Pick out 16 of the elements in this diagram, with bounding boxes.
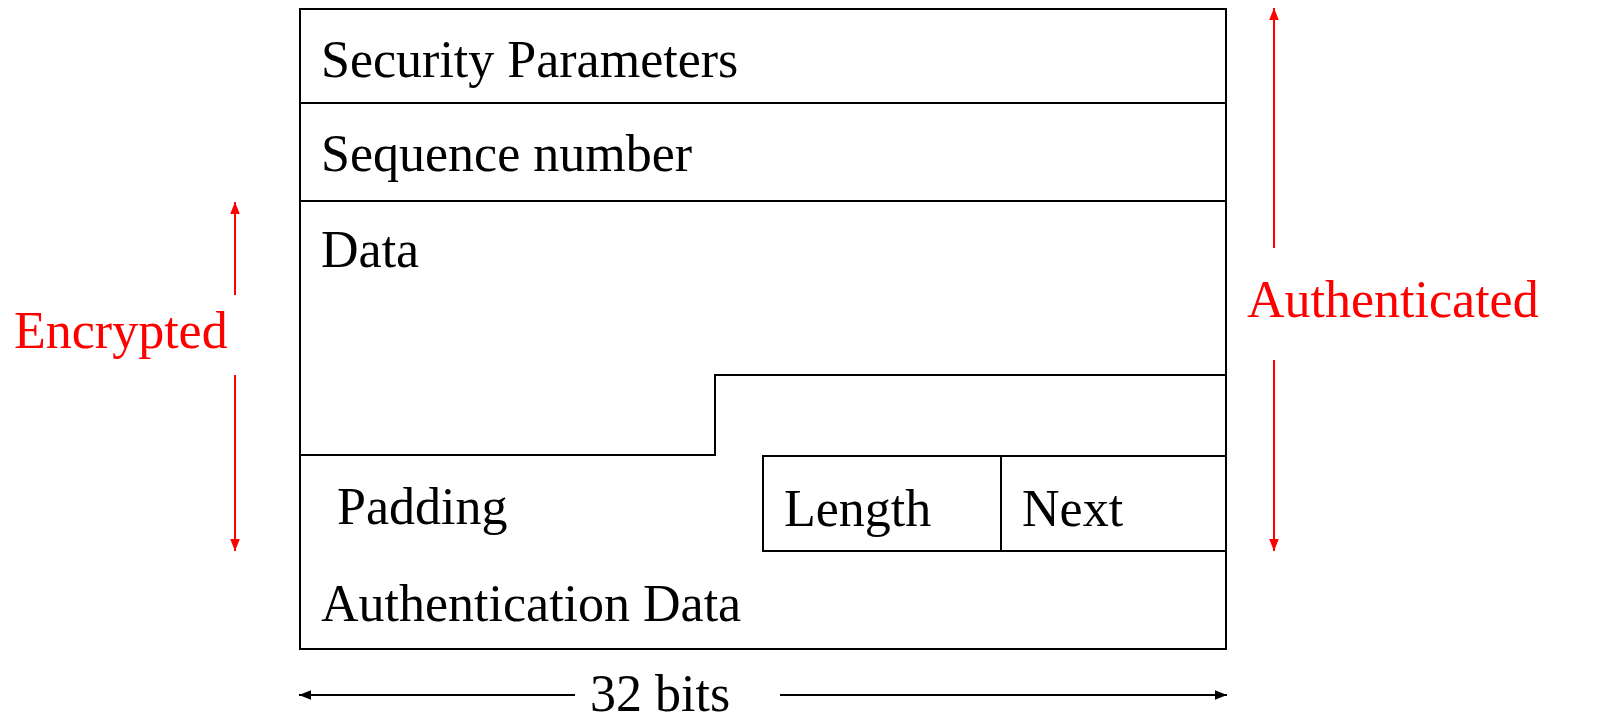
field-box [299, 104, 1227, 202]
field-box [299, 552, 1227, 650]
field-label: Authentication Data [321, 578, 742, 630]
region-label: Encrypted [14, 305, 228, 357]
field-label: Sequence number [321, 128, 693, 180]
field-box [1002, 455, 1227, 552]
field-label: Security Parameters [321, 34, 739, 86]
region-label: Authenticated [1247, 274, 1539, 326]
field-box [762, 455, 1002, 552]
field-label: Length [784, 483, 932, 535]
field-label: Next [1022, 483, 1124, 535]
field-label: Padding [337, 481, 508, 533]
width-label: 32 bits [590, 668, 731, 720]
field-box [299, 202, 1227, 455]
field-label: Data [321, 224, 420, 276]
field-box [299, 8, 1227, 104]
